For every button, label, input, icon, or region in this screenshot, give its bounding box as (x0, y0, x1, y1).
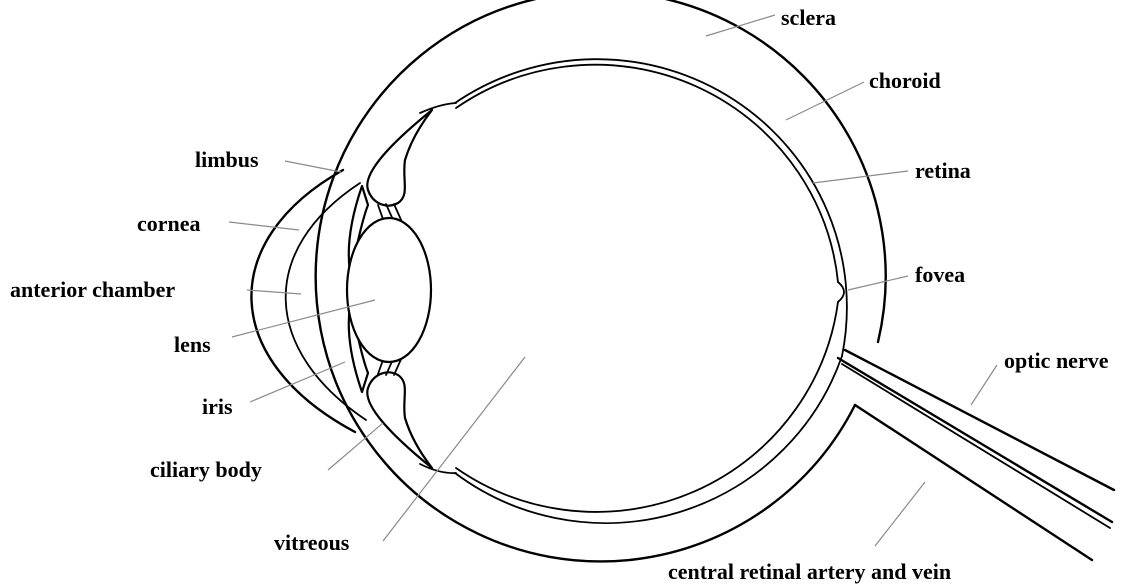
retina-edge-top (420, 103, 456, 113)
retina-leader (813, 171, 908, 183)
label-central-vessels: central retinal artery and vein (668, 559, 951, 584)
limbus-leader (285, 161, 341, 172)
label-ciliary-body: ciliary body (150, 457, 262, 482)
label-choroid: choroid (869, 68, 941, 93)
central-vessels-leader (875, 482, 925, 546)
label-fovea: fovea (915, 262, 965, 287)
cornea-leader (229, 222, 299, 230)
optic-nerve-lower-edge (855, 405, 1092, 560)
ciliary-body-leader (328, 423, 383, 470)
central-retinal-vessels-2 (842, 364, 1110, 528)
choroid-leader (786, 82, 864, 120)
label-lens: lens (174, 332, 211, 357)
retina-edge-bottom (420, 464, 456, 473)
label-optic-nerve: optic nerve (1004, 348, 1109, 373)
fovea-leader (848, 276, 908, 290)
label-retina: retina (915, 158, 971, 183)
label-vitreous: vitreous (274, 530, 350, 555)
iris-leader (250, 362, 345, 402)
retina-outline-lower (456, 302, 838, 512)
lens-shape (347, 218, 431, 362)
label-limbus: limbus (195, 147, 259, 172)
label-iris: iris (202, 394, 233, 419)
sclera-leader (706, 15, 775, 36)
label-anterior-chamber: anterior chamber (10, 277, 175, 302)
optic-nerve-leader (971, 365, 997, 405)
ciliary-body-upper (367, 110, 432, 206)
central-retinal-vessels (838, 358, 1112, 522)
anterior-chamber-leader (247, 290, 301, 294)
retina-outline (456, 65, 838, 282)
label-sclera: sclera (781, 5, 836, 30)
choroid-outline (455, 59, 847, 356)
fovea-pit (838, 282, 844, 302)
label-cornea: cornea (137, 211, 201, 236)
